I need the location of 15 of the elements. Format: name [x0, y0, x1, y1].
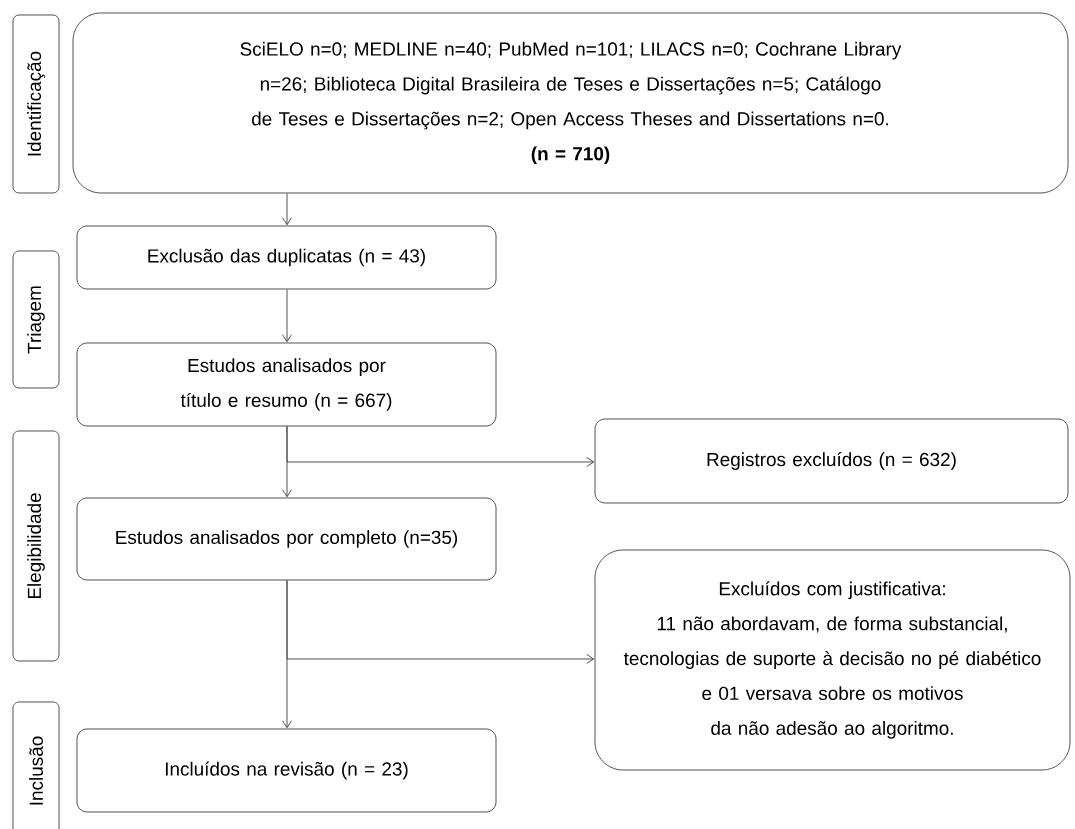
stage-label: Triagem	[12, 250, 60, 389]
arrow	[282, 193, 292, 226]
stage-label: Inclusão	[12, 701, 60, 829]
process-box: Excluídos com justificativa: 11 não abordavam, de forma substancial, tecnologias de suporte à decisão no pé diabético e 01 versava sobre os motivos da não adesão ao algoritmo.	[594, 549, 1071, 771]
arrow	[282, 289, 292, 343]
process-box: Estudos analisados por completo (n=35)	[76, 497, 497, 581]
process-box: Exclusão das duplicatas (n = 43)	[76, 225, 497, 290]
stage-label: Elegibilidade	[12, 430, 60, 662]
process-box: Estudos analisados por título e resumo (n = 667)	[76, 342, 497, 427]
stage-label: Identificação	[12, 14, 60, 194]
arrow	[286, 580, 595, 664]
process-box: Registros excluídos (n = 632)	[594, 418, 1069, 504]
process-box: SciELO n=0; MEDLINE n=40; PubMed n=101; LILACS n=0; Cochrane Library n=26; Biblioteca Digital Brasileira de Teses e Dissertações n=5; Catálogo de Teses e Dissertações n=2; Open Access Theses and Dissertations n=0. (n = 710)	[72, 12, 1069, 194]
arrow	[286, 426, 595, 467]
process-box: Incluídos na revisão (n = 23)	[76, 728, 497, 813]
